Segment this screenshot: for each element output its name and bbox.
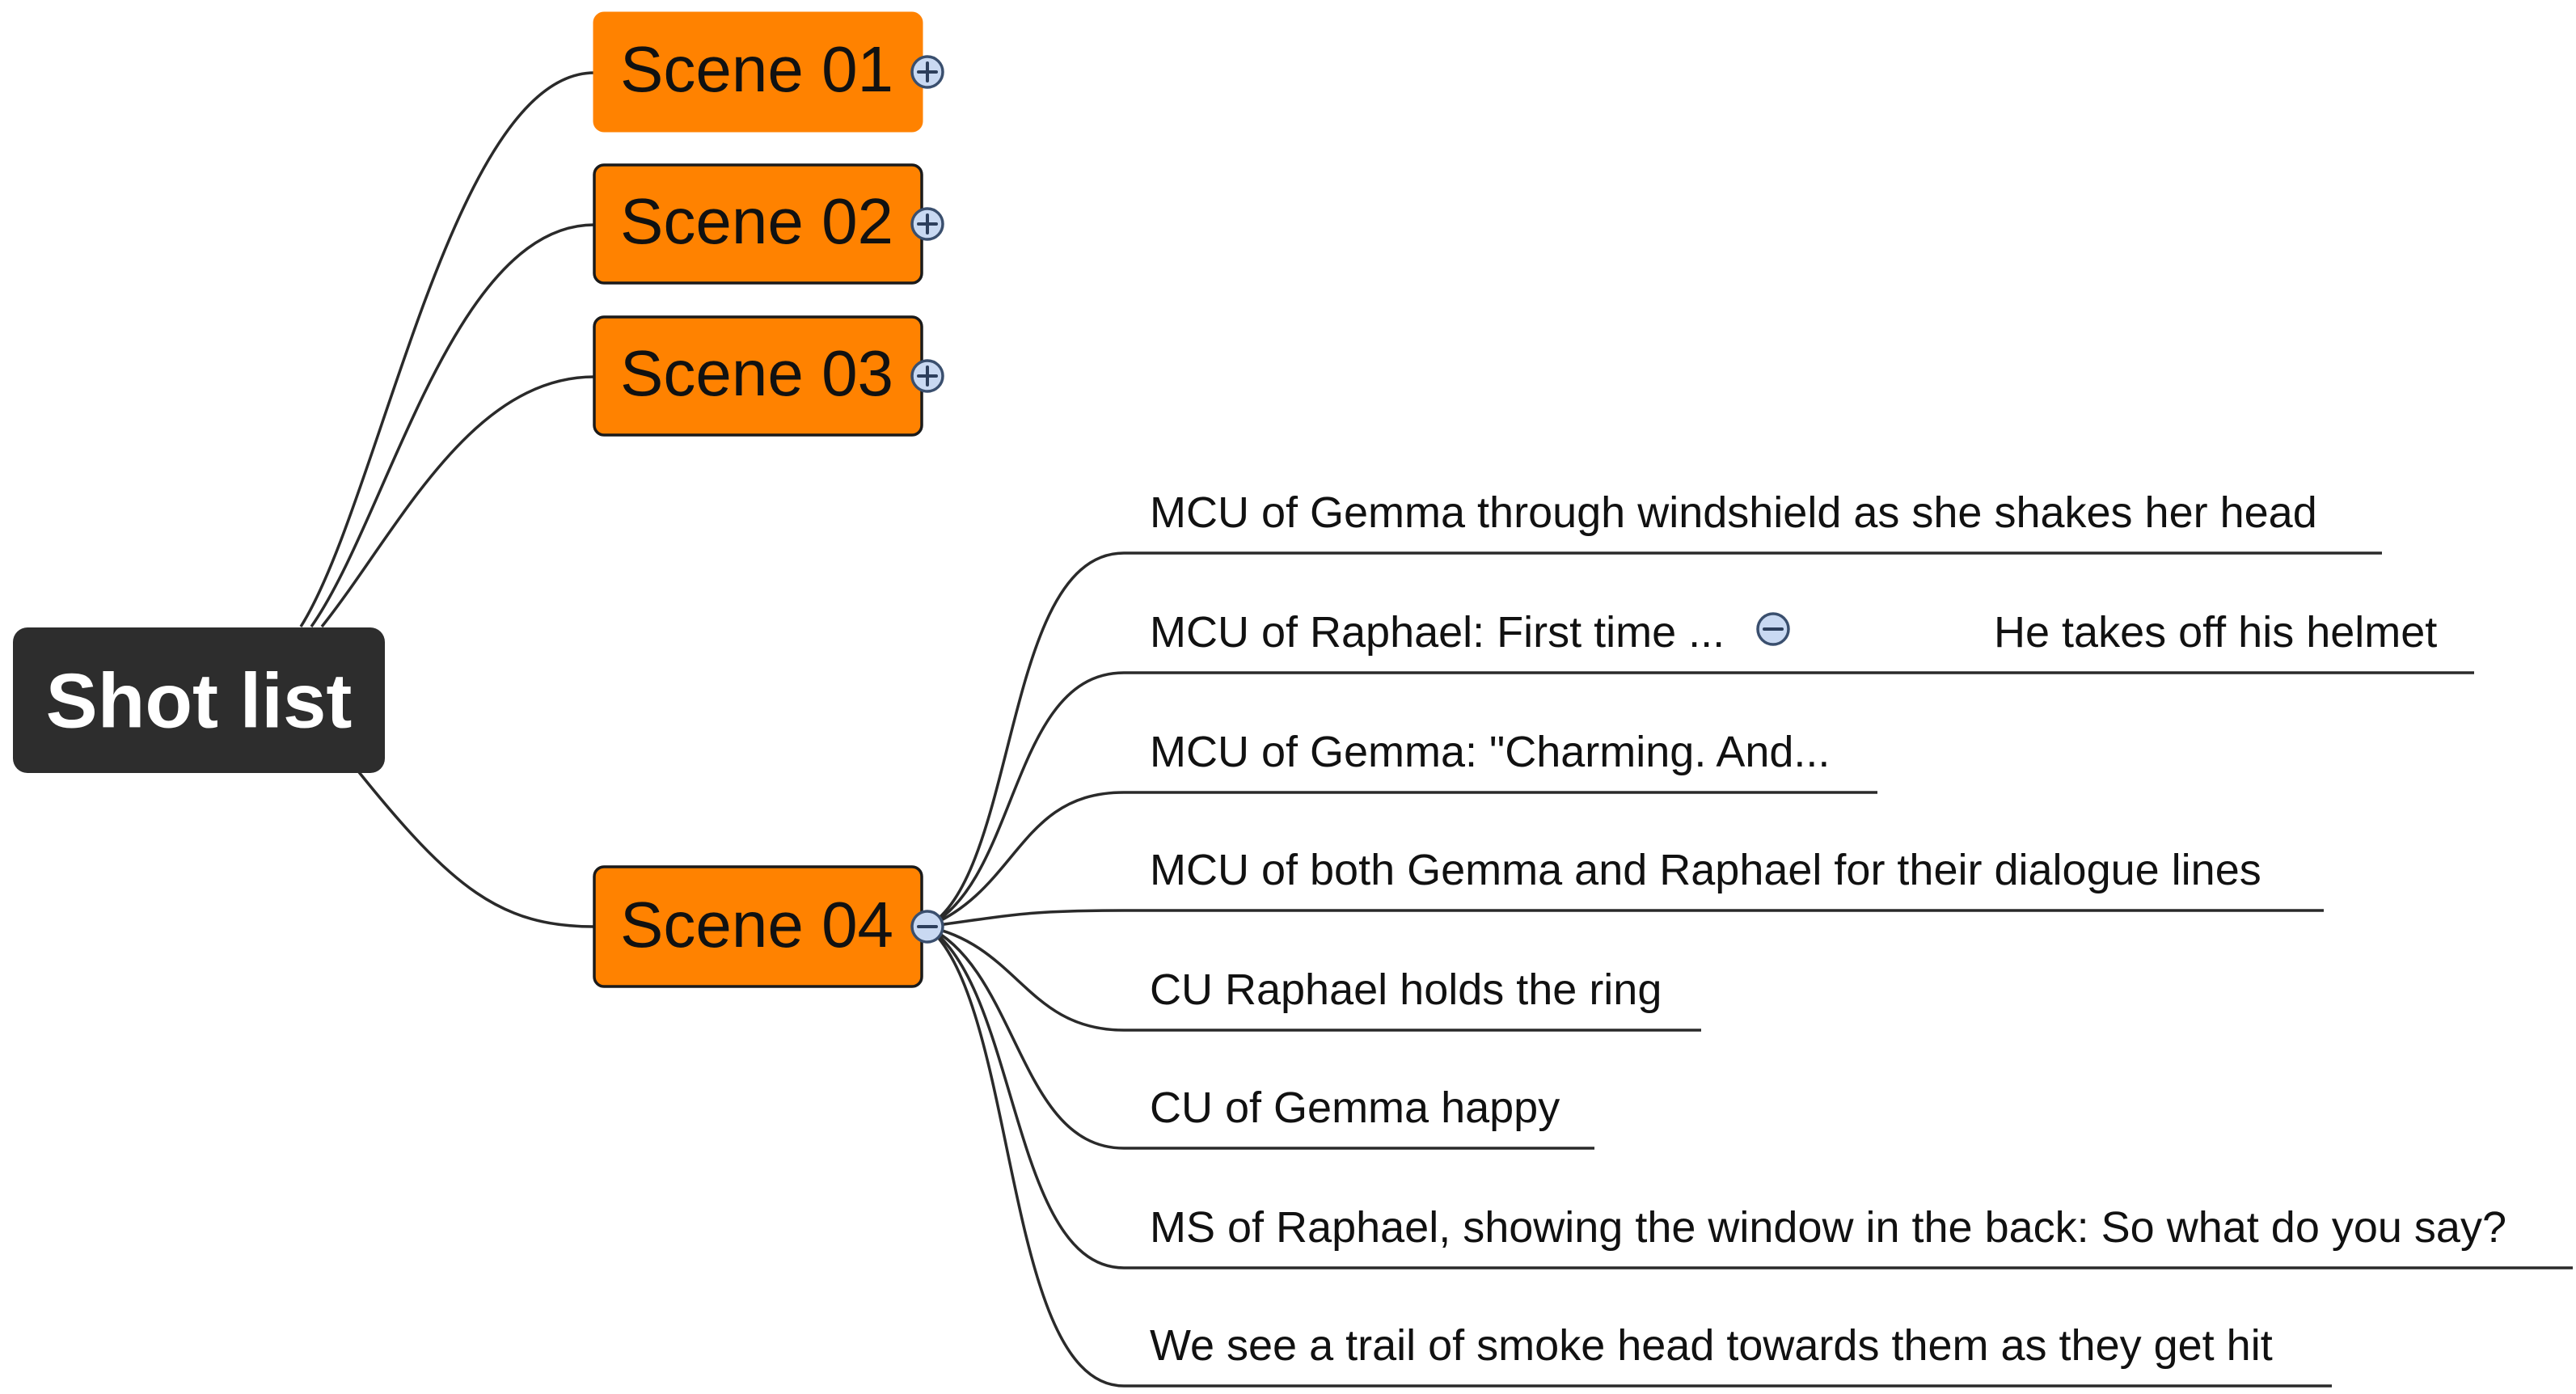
scene-node-03[interactable]: Scene 03: [593, 315, 923, 437]
branch-scene-04: [354, 767, 595, 928]
expand-icon-scene-03[interactable]: [910, 359, 944, 393]
scene-node-02[interactable]: Scene 02: [593, 163, 923, 285]
leaf-underlines: [1124, 551, 2573, 1388]
branch-item-6: [927, 925, 1125, 1150]
scene-node-04[interactable]: Scene 04: [593, 865, 923, 988]
expand-icon-scene-02[interactable]: [910, 207, 944, 241]
list-item-1[interactable]: MCU of Gemma through windshield as she s…: [1150, 488, 2317, 537]
scene04-branches: [926, 551, 1125, 1388]
scene-node-03-label: Scene 03: [620, 337, 893, 409]
list-item-6[interactable]: CU of Gemma happy: [1150, 1084, 1560, 1132]
list-item-2[interactable]: MCU of Raphael: First time ...: [1150, 608, 1725, 657]
list-item-7[interactable]: MS of Raphael, showing the window in the…: [1150, 1203, 2506, 1252]
root-node-label: Shot list: [46, 657, 353, 744]
root-node-box: [13, 627, 385, 773]
collapse-icon-item-2[interactable]: [1756, 612, 1790, 646]
scene04-items: MCU of Gemma through windshield as she s…: [1150, 488, 2506, 1370]
root-branches: [299, 71, 595, 928]
scene-node-01[interactable]: Scene 01: [593, 11, 923, 133]
list-item-3[interactable]: MCU of Gemma: "Charming. And...: [1150, 728, 1830, 776]
branch-scene-01: [299, 71, 595, 627]
branch-item-1: [927, 551, 1125, 928]
collapse-icon-scene-04[interactable]: [910, 910, 944, 944]
branch-item-4: [927, 909, 1125, 928]
branch-scene-03: [320, 375, 595, 628]
root-node[interactable]: Shot list: [13, 627, 385, 773]
list-item-2-child[interactable]: He takes off his helmet: [1994, 608, 2437, 657]
scene-node-01-label: Scene 01: [620, 33, 893, 105]
branch-scene-02: [310, 223, 595, 628]
scene-node-02-label: Scene 02: [620, 185, 893, 257]
expand-icon-scene-01[interactable]: [910, 55, 944, 89]
branch-item-5: [927, 925, 1125, 1032]
list-item-5[interactable]: CU Raphael holds the ring: [1150, 965, 1662, 1014]
scene-node-04-label: Scene 04: [620, 889, 893, 961]
branch-item-7: [927, 925, 1125, 1269]
branch-item-3: [927, 791, 1125, 928]
branch-item-2: [927, 671, 1125, 928]
list-item-4[interactable]: MCU of both Gemma and Raphael for their …: [1150, 846, 2261, 894]
branch-item-8: [926, 925, 1125, 1388]
list-item-8[interactable]: We see a trail of smoke head towards the…: [1150, 1321, 2273, 1370]
